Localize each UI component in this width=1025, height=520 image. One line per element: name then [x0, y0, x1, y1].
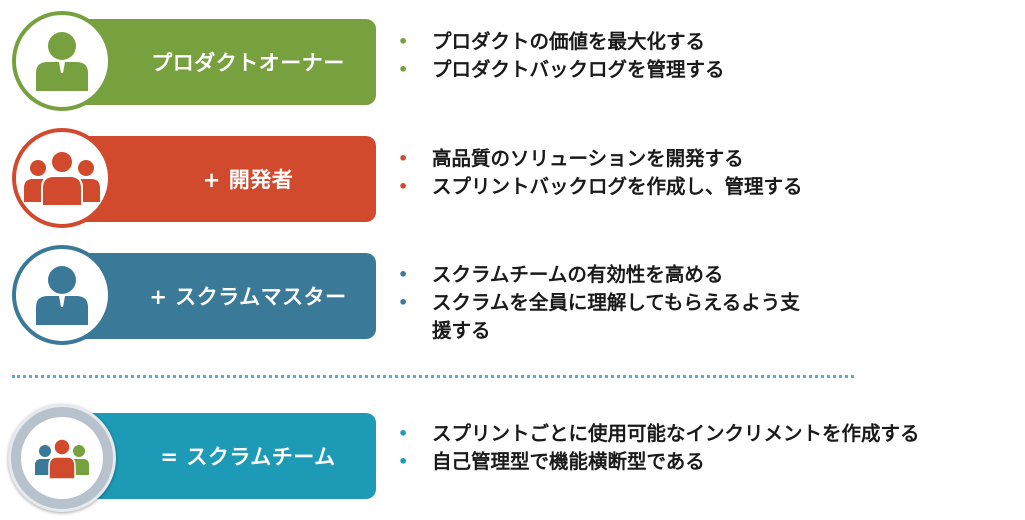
role-bullets: •スクラムチームの有効性を高める •スクラムを全員に理解してもらえるよう支 援す… [398, 261, 800, 345]
role-label: + スクラムマスター [149, 285, 347, 309]
bullet-item: •プロダクトの価値を最大化する [398, 28, 725, 56]
bullet-dot: • [398, 32, 409, 51]
role-label: = スクラムチーム [160, 445, 336, 469]
person-icon [36, 266, 88, 325]
bullet-item: •自己管理型で機能横断型である [398, 448, 920, 476]
bullet-item: •スプリントバックログを作成し、管理する [398, 173, 803, 201]
role-label: プロダクトオーナー [151, 51, 345, 75]
role-banner: = スクラムチーム [58, 413, 376, 499]
role-label: + 開発者 [202, 168, 294, 192]
badge-text-arc: SCRUM TEAM [30, 476, 95, 499]
bullet-item: •スプリントごとに使用可能なインクリメントを作成する [398, 420, 920, 448]
role-icon-circle [12, 128, 112, 228]
bullet-dot: • [398, 424, 409, 443]
role-banner: + 開発者 [58, 136, 376, 222]
role-bullets: •高品質のソリューションを開発する •スプリントバックログを作成し、管理する [398, 145, 803, 201]
scrum-team-badge-icon: SCRUM TEAM [8, 404, 116, 512]
svg-text:SCRUM TEAM: SCRUM TEAM [30, 476, 95, 499]
bullet-dot: • [398, 265, 409, 284]
role-icon-circle [12, 245, 112, 345]
bullet-dot: • [398, 293, 409, 312]
bullet-item: •スクラムチームの有効性を高める [398, 261, 800, 289]
team-people-icon [35, 438, 89, 480]
bullet-dot: • [398, 149, 409, 168]
bullet-item: •プロダクトバックログを管理する [398, 56, 725, 84]
bullet-dot: • [398, 60, 409, 79]
role-bullets: •プロダクトの価値を最大化する •プロダクトバックログを管理する [398, 28, 725, 84]
role-bullets: •スプリントごとに使用可能なインクリメントを作成する •自己管理型で機能横断型で… [398, 420, 920, 476]
badge-label: SCRUM TEAM [30, 476, 94, 499]
badge-inner [21, 417, 103, 499]
role-icon-circle [12, 11, 112, 111]
person-icon [36, 32, 88, 91]
dotted-divider [12, 375, 854, 378]
people-group-icon [24, 150, 100, 207]
bullet-item-continuation: 援する [432, 319, 491, 342]
bullet-dot: • [398, 452, 409, 471]
bullet-item: •スクラムを全員に理解してもらえるよう支 [398, 289, 800, 317]
bullet-item: •高品質のソリューションを開発する [398, 145, 803, 173]
bullet-dot: • [398, 177, 409, 196]
